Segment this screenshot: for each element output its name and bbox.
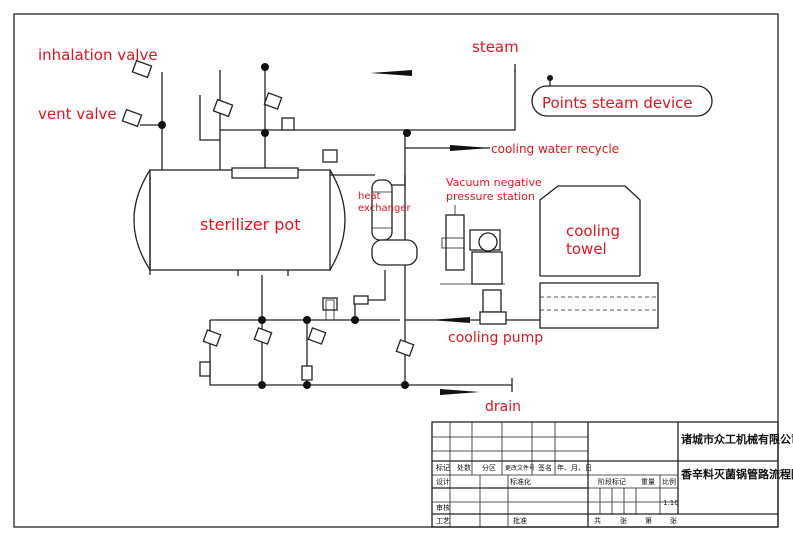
tb-drawing-title: 香辛料灭菌锅管路流程图 — [680, 467, 793, 481]
tb-sheet-num: 第 — [645, 516, 652, 525]
label-points-steam-device: Points steam device — [542, 94, 693, 112]
label-heat-line2: exchanger — [358, 203, 412, 214]
tb-standardization: 标准化 — [510, 477, 531, 486]
label-cooling-pump: cooling pump — [448, 330, 543, 346]
tb-scale: 比例 — [662, 477, 676, 486]
junction-dots — [158, 63, 411, 389]
tb-weight: 重量 — [641, 478, 655, 486]
cooling-pump — [479, 289, 507, 325]
tb-change-doc: 更改文件号 — [505, 464, 535, 472]
steam-flow-arrow — [370, 70, 412, 76]
label-drain: drain — [485, 399, 521, 415]
label-steam: steam — [472, 38, 519, 56]
tb-design: 设计 — [436, 477, 450, 486]
tb-count: 处数 — [457, 463, 471, 472]
heat-exchanger — [371, 179, 418, 266]
label-cooling-line2: towel — [566, 240, 607, 258]
tb-scale-value: 1:10 — [663, 499, 679, 507]
tb-company: 诸城市众工机械有限公司 — [681, 432, 793, 446]
drain-flow-arrow — [440, 389, 480, 395]
pump-flow-arrow — [430, 317, 470, 323]
flow-arrows — [370, 70, 490, 395]
label-vacuum-line1: Vacuum negative — [446, 176, 542, 189]
cooling-tower — [539, 185, 641, 277]
valves — [121, 59, 415, 381]
points-steam-device — [531, 75, 713, 117]
label-vacuum-line2: pressure station — [446, 190, 535, 203]
tb-stage-mark: 阶段标记 — [598, 477, 626, 486]
cooling-recycle-arrow — [450, 145, 490, 151]
tb-zone: 分区 — [482, 463, 496, 472]
tb-sheet-total: 共 — [594, 516, 601, 525]
tb-date: 年、月、日 — [557, 463, 592, 472]
tb-process: 工艺 — [436, 517, 450, 525]
tb-sheet-label: 张 — [620, 516, 627, 525]
label-cooling-line1: cooling — [566, 222, 620, 240]
drawing-border — [13, 13, 779, 528]
tb-sheet-label2: 张 — [670, 516, 677, 525]
label-sterilizer-pot: sterilizer pot — [200, 215, 301, 234]
sterilizer-pot — [133, 167, 346, 276]
title-block: 诸城市众工机械有限公司 香辛料灭菌锅管路流程图 标记 处数 分区 更改文件号 签… — [431, 421, 793, 528]
tb-mark: 标记 — [436, 463, 450, 472]
tb-review: 审核 — [436, 503, 450, 512]
label-cooling-water-recycle: cooling water recycle — [491, 142, 619, 156]
cooling-basin — [539, 282, 659, 329]
label-vent-valve: vent valve — [38, 105, 117, 123]
diagram-labels: inhalation valve vent valve steam Points… — [38, 38, 693, 415]
tb-approve: 批准 — [513, 516, 527, 525]
vacuum-station — [440, 205, 505, 285]
label-inhalation-valve: inhalation valve — [38, 46, 158, 64]
tb-sign: 签名 — [538, 463, 552, 472]
label-heat-line1: heat — [358, 191, 381, 202]
